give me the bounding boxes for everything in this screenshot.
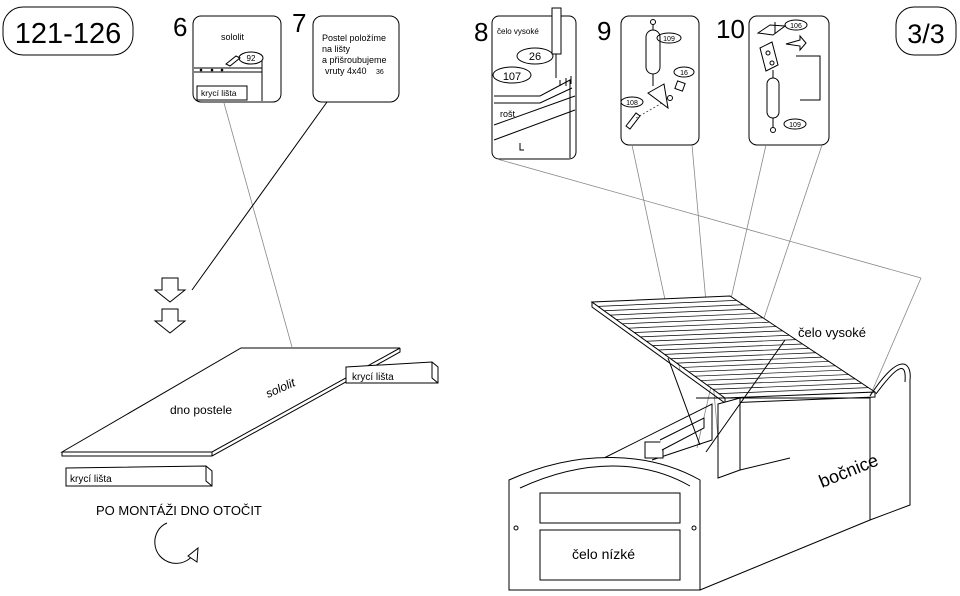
high-headboard-label: čelo vysoké <box>798 325 866 340</box>
step-7-line-3: a přišroubujeme <box>322 55 387 65</box>
page-number-text: 3/3 <box>907 19 945 49</box>
step-9: 9 109 16 108 <box>597 15 700 146</box>
strip-bottom-label: krycí lišta <box>70 474 112 485</box>
cover-strip-top: krycí lišta <box>345 361 439 384</box>
step-6-board-label: sololit <box>221 32 245 42</box>
rotate-arrow-icon <box>154 522 199 564</box>
step-6-strip-label: krycí lišta <box>201 88 237 98</box>
gas-spring-right <box>705 339 786 453</box>
step-8: 8 čelo vysoké 26 107 rošt <box>474 7 577 160</box>
step-9-part-1: 109 <box>663 36 675 43</box>
step-8-part-a: 26 <box>529 51 541 63</box>
step-6-panel <box>192 15 282 103</box>
low-footboard: čelo nízké <box>508 457 701 591</box>
step-7-panel <box>312 15 400 103</box>
slat-line <box>658 343 803 351</box>
slat-line <box>700 374 849 381</box>
step-8-part-b: 107 <box>503 71 521 83</box>
slat-line <box>676 356 823 364</box>
page-number-badge: 3/3 <box>895 6 957 56</box>
step-7-part-number: 36 <box>376 69 384 76</box>
slat-line <box>640 330 783 338</box>
slat-line <box>634 326 777 333</box>
slat-line <box>628 321 770 329</box>
arrow-down-icon <box>153 277 187 303</box>
slat-line <box>712 382 862 390</box>
low-footboard-label: čelo nízké <box>572 546 635 562</box>
step-9-panel <box>620 15 700 146</box>
step-6-part-number: 92 <box>247 54 256 63</box>
slat-grid <box>590 295 877 404</box>
step-9-part-3: 108 <box>626 100 638 107</box>
step-6-number: 6 <box>173 12 187 42</box>
down-arrows <box>153 277 187 334</box>
screwdriver-icon <box>551 7 562 55</box>
step-8-number: 8 <box>474 17 488 47</box>
step-6: 6 sololit 92 krycí lišta <box>173 12 282 103</box>
step-8-panel <box>491 15 577 160</box>
bracket-icon <box>644 441 664 459</box>
slat-line <box>670 352 816 360</box>
bracket-icon <box>647 83 669 110</box>
step-7-line-4: vruty 4x40 <box>325 66 367 76</box>
flip-instruction: PO MONTÁŽI DNO OTOČIT <box>96 503 262 518</box>
slat-line <box>706 378 856 386</box>
step-8-slats-label: rošt <box>500 109 516 119</box>
slat-line <box>664 348 810 355</box>
step-10-part-2: 109 <box>789 122 801 129</box>
step-10-panel <box>748 15 830 146</box>
model-range-badge: 121-126 <box>2 6 134 56</box>
slat-line <box>682 361 829 368</box>
step-7-line-1: Postel položíme <box>322 33 386 43</box>
bed-frame: čelo vysoké bočnice čelo nízké <box>508 295 911 591</box>
arrow-icon <box>785 34 807 52</box>
step-7-line-2: na lišty <box>322 44 351 54</box>
slat-line <box>616 313 757 320</box>
slat-line <box>694 369 843 377</box>
model-range-text: 121-126 <box>15 18 121 50</box>
gas-spring-icon <box>766 77 780 119</box>
slat-line <box>688 365 836 373</box>
slat-line <box>622 317 763 325</box>
side-panel-label: bočnice <box>816 450 881 492</box>
step-7: 7 Postel položíme na lišty a přišroubuje… <box>292 8 400 103</box>
step-9-number: 9 <box>597 16 611 46</box>
bracket-icon <box>759 41 779 72</box>
slat-line <box>610 308 750 316</box>
slat-line <box>718 387 869 394</box>
slat-line <box>652 339 796 346</box>
slat-line <box>598 300 737 307</box>
bed-bottom-board: dno postele sololit <box>60 347 401 457</box>
screwdriver-icon <box>225 55 241 67</box>
gas-spring-left <box>667 357 701 446</box>
step-7-number: 7 <box>292 8 306 38</box>
step-10: 10 106 109 <box>716 14 830 146</box>
slat-line <box>646 334 790 342</box>
step-10-number: 10 <box>716 14 745 44</box>
step-9-part-2: 16 <box>680 70 688 77</box>
slat-line <box>604 304 744 312</box>
board-name-label: dno postele <box>170 403 232 417</box>
cover-strip-bottom: krycí lišta <box>65 465 213 487</box>
arrow-down-icon <box>153 308 187 334</box>
step-10-part-1: 106 <box>790 23 802 30</box>
strip-top-label: krycí lišta <box>352 372 394 383</box>
step-8-headboard-label: čelo vysoké <box>497 27 539 36</box>
